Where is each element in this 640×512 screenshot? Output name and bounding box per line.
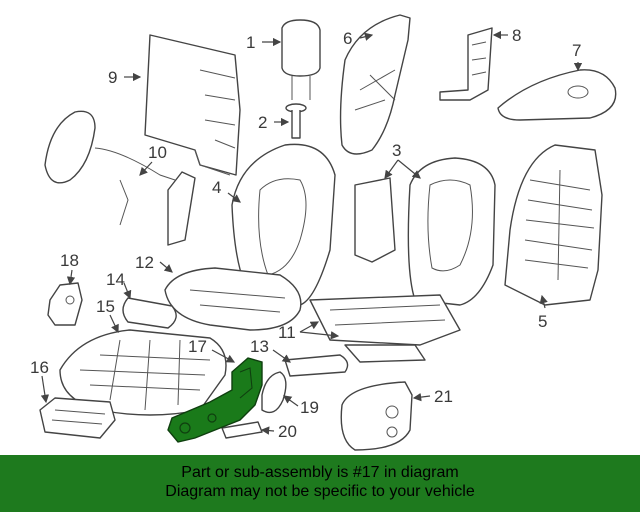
- part-13-switch-panel: [284, 354, 349, 377]
- part-1-headrest: [281, 19, 321, 100]
- callout-3: 3: [392, 141, 401, 160]
- part-3-backrest-covering: [354, 157, 496, 306]
- part-5-backrest-frame: [504, 144, 603, 306]
- callout-10: 10: [148, 143, 167, 162]
- part-2-headrest-guide: [285, 103, 307, 139]
- part-14-cushion-pad: [122, 297, 177, 329]
- part-16-mat: [39, 397, 116, 439]
- seat-parts-diagram: 1 2 3 4 5 6 7 8 9 10 11 12 13 14 15 16 1…: [30, 14, 617, 451]
- banner-line-2: Diagram may not be specific to your vehi…: [165, 483, 475, 500]
- part-18-bracket: [47, 282, 83, 326]
- callout-6: 6: [343, 29, 352, 48]
- callout-16: 16: [30, 358, 49, 377]
- callout-9: 9: [108, 68, 117, 87]
- part-12-cushion-foam: [164, 267, 302, 331]
- info-banner: Part or sub-assembly is #17 in diagram D…: [0, 455, 640, 512]
- callout-19: 19: [300, 398, 319, 417]
- banner-line-1: Part or sub-assembly is #17 in diagram: [181, 464, 459, 481]
- part-7-trim-cover: [497, 69, 617, 121]
- callout-18: 18: [60, 251, 79, 270]
- callout-7: 7: [572, 41, 581, 60]
- callout-15: 15: [96, 297, 115, 316]
- callout-5: 5: [538, 312, 547, 331]
- part-8-bracket: [439, 27, 493, 101]
- part-21-switch-module: [340, 381, 413, 451]
- part-10-side-pad: [44, 110, 196, 246]
- callout-4: 4: [212, 178, 221, 197]
- callout-13: 13: [250, 337, 269, 356]
- part-11-seat-pads: [309, 294, 461, 363]
- callout-12: 12: [135, 253, 154, 272]
- callout-1: 1: [246, 33, 255, 52]
- callout-21: 21: [434, 387, 453, 406]
- callout-2: 2: [258, 113, 267, 132]
- part-9-rear-panel: [144, 34, 241, 176]
- callout-14: 14: [106, 270, 125, 289]
- callout-8: 8: [512, 26, 521, 45]
- leader-lines: [40, 30, 583, 435]
- part-19-knob: [261, 371, 287, 414]
- callout-17: 17: [188, 337, 207, 356]
- callout-20: 20: [278, 422, 297, 441]
- part-17-side-shield-highlighted: [167, 357, 263, 443]
- callout-11: 11: [278, 323, 296, 342]
- part-6-backrest-foam: [339, 14, 411, 155]
